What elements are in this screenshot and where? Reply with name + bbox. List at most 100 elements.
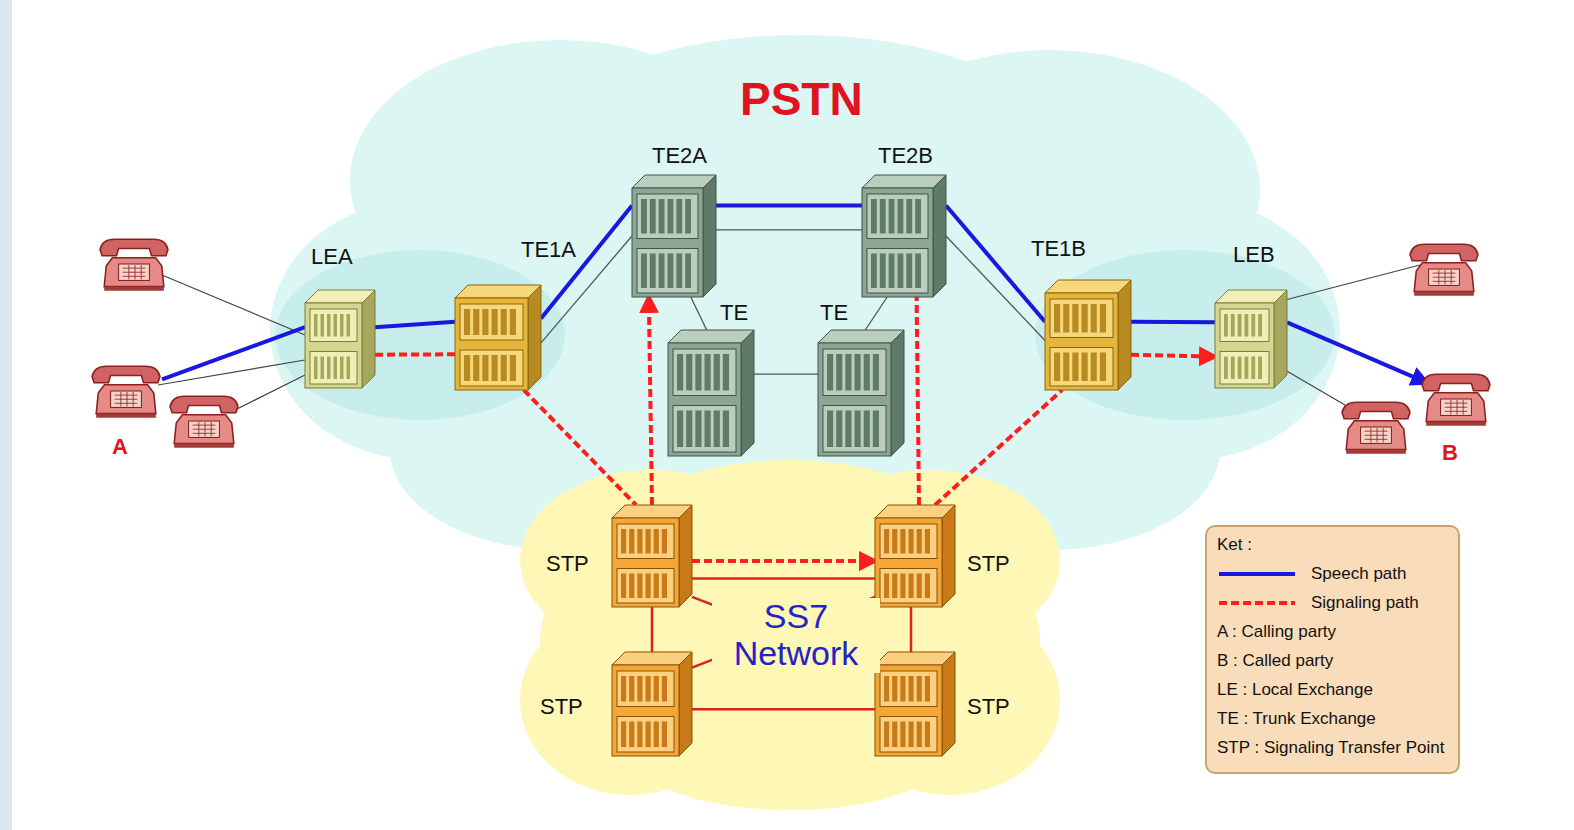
telephone-icon (92, 366, 160, 417)
cabinet-slot (629, 676, 634, 702)
network-title: SS7 Network (712, 598, 880, 673)
cabinet-slot (510, 355, 516, 381)
cabinet-slot (695, 411, 701, 448)
cabinet-slot (892, 529, 897, 554)
cabinet-slot (464, 355, 470, 381)
connector (651, 607, 654, 652)
connector (524, 390, 636, 505)
cabinet-slot (864, 354, 870, 391)
exchange-cabinet: TE (668, 330, 754, 456)
exchange-cabinet: STP (612, 505, 692, 607)
cabinet-slot (641, 254, 647, 289)
legend-heading: Ket : (1217, 535, 1444, 555)
cabinet-slot (827, 411, 833, 448)
exchange-label: LEB (1233, 244, 1275, 266)
cabinet-front (818, 343, 891, 456)
cabinet-slot (685, 199, 691, 234)
cabinet-front (875, 665, 942, 756)
connector (692, 708, 875, 711)
cabinet-top (818, 330, 904, 343)
cabinet-panel (880, 671, 937, 707)
cabinet-slot (880, 199, 886, 234)
cabinet-slot (637, 529, 642, 554)
cabinet-slot (900, 676, 905, 702)
connector (935, 390, 1062, 505)
cabinet-top (862, 175, 946, 188)
cabinet-slot (880, 254, 886, 289)
connector (910, 607, 913, 652)
legend-text: TE : Trunk Exchange (1217, 709, 1376, 729)
cabinet-side (1118, 280, 1131, 390)
cabinet-slot (884, 676, 889, 702)
cabinet-slot (1251, 357, 1255, 380)
cabinet-slot (845, 354, 851, 391)
cabinet-panel (460, 350, 523, 386)
cabinet-slot (925, 722, 930, 748)
cabinet-panel (880, 524, 937, 559)
cabinet-slot (909, 574, 914, 599)
legend-row: TE : Trunk Exchange (1217, 704, 1444, 733)
cabinet-slot (900, 574, 905, 599)
cabinet-slot (334, 357, 338, 380)
cabinet-slot (884, 574, 889, 599)
party-label: B (1442, 442, 1458, 464)
side-strip (0, 0, 12, 830)
cabinet-slot (482, 355, 488, 381)
node-graphic (1420, 370, 1492, 428)
exchange-label: STP (546, 553, 589, 575)
cabinet-top (612, 652, 692, 665)
cabinet-slot (1100, 304, 1106, 333)
exchange-cabinet: TE (818, 330, 904, 456)
cabinet-slot (925, 676, 930, 702)
connector (692, 559, 875, 563)
legend-row: B : Called party (1217, 646, 1444, 675)
cabinet-front (1215, 303, 1274, 388)
cabinet-slot (723, 411, 729, 448)
cabinet-slot (654, 529, 659, 554)
legend-row: A : Calling party (1217, 617, 1444, 646)
cabinet-panel (1050, 299, 1113, 338)
cabinet-top (455, 285, 541, 298)
connector (1131, 355, 1215, 357)
cabinet-panel (1050, 348, 1113, 387)
cabinet-slot (501, 355, 507, 381)
cabinet-slot (873, 354, 879, 391)
cabinet-slot (915, 199, 921, 234)
cabinet-slot (1245, 314, 1249, 337)
cabinet-panel (867, 194, 928, 239)
cabinet-slot (621, 676, 626, 702)
cabinet-slot (501, 309, 507, 335)
connector (754, 373, 818, 374)
connector (649, 297, 652, 505)
node-graphic (1045, 280, 1131, 390)
exchange-label: STP (540, 696, 583, 718)
cabinet-panel (460, 304, 523, 340)
cabinet-slot (654, 722, 659, 748)
cabinet-panel (617, 524, 674, 559)
cabinet-slot (1091, 304, 1097, 333)
node-graphic (668, 330, 754, 456)
connector (541, 206, 632, 319)
cabinet-slot (906, 199, 912, 234)
cabinet-top (632, 175, 716, 188)
cabinet-slot (1251, 314, 1255, 337)
subscriber-line (150, 265, 1420, 410)
cabinet-slot (884, 529, 889, 554)
legend-text: B : Called party (1217, 651, 1333, 671)
cabinet-slot (510, 309, 516, 335)
exchange-cabinet: TE2A (632, 175, 716, 297)
exchange-label: TE1A (521, 239, 576, 261)
cabinet-panel (880, 717, 937, 753)
cabinet-panel (1220, 352, 1269, 385)
cabinet-slot (864, 411, 870, 448)
node-graphic (612, 505, 692, 607)
exchange-cabinet: LEB (1215, 290, 1287, 388)
cabinet-slot (1072, 304, 1078, 333)
cabinet-slot (659, 199, 665, 234)
connector (716, 229, 862, 230)
telephone (1410, 244, 1478, 295)
cabinet-slot (327, 314, 331, 337)
legend-line (1219, 572, 1295, 576)
cabinet-front (305, 303, 362, 388)
cabinet-slot (646, 574, 651, 599)
